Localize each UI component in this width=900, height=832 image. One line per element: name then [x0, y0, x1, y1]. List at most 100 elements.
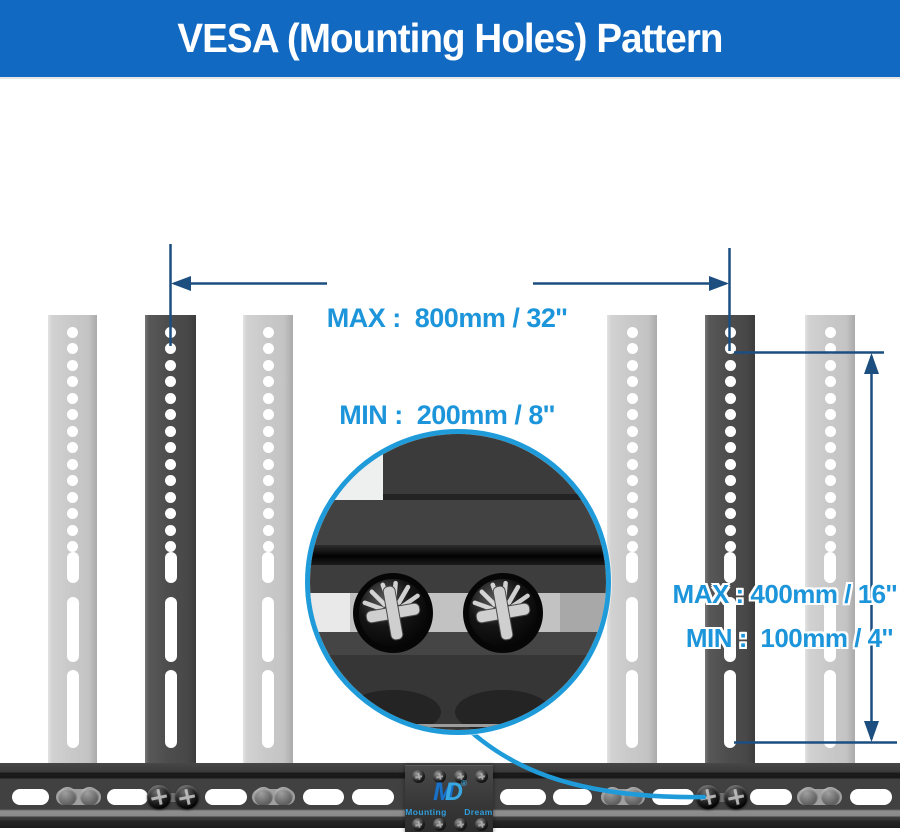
mounting-hole — [824, 425, 836, 437]
mounting-hole — [262, 475, 274, 486]
mounting-hole — [824, 475, 836, 486]
mounting-hole — [824, 359, 836, 371]
mounting-hole — [262, 491, 274, 503]
mounting-hole — [626, 409, 638, 420]
phillips-screw-icon — [696, 785, 720, 809]
bar-slot-ghost — [601, 787, 645, 806]
bar-slot — [205, 789, 247, 805]
mounting-slot — [262, 597, 274, 662]
bar-slot — [553, 789, 592, 805]
plate-screw-icon — [412, 818, 425, 831]
phillips-screw-icon — [463, 573, 543, 653]
phillips-screw-icons — [353, 573, 543, 653]
plate-screw-icon — [412, 770, 425, 783]
bar-slot — [352, 789, 394, 805]
mounting-slot — [164, 552, 177, 583]
ghost-screw-icon — [603, 787, 622, 806]
brand-plate: MD® Mounting Dream — [405, 765, 493, 832]
mounting-hole — [165, 541, 176, 552]
ghost-screw-icon — [254, 787, 273, 806]
ghost-screw-icon — [274, 787, 293, 806]
mounting-slot — [824, 552, 836, 583]
mounting-hole — [626, 458, 638, 470]
mounting-hole — [626, 425, 638, 437]
mounting-hole — [165, 326, 176, 338]
mounting-hole — [262, 458, 274, 470]
mounting-hole — [724, 524, 736, 536]
plate-screw-icon — [454, 818, 467, 831]
bracket-gloss-edge — [310, 545, 606, 565]
mounting-hole — [824, 508, 836, 519]
mounting-hole — [724, 508, 736, 519]
mounting-hole — [67, 359, 78, 371]
rail-strip-highlight — [310, 593, 350, 632]
mounting-hole — [262, 392, 274, 404]
mounting-hole — [67, 491, 78, 503]
mounting-hole — [262, 541, 274, 552]
phillips-screw-icon — [175, 785, 199, 809]
mounting-hole — [165, 343, 176, 354]
width-max-label: MAX : 800mm / 32'' — [326, 303, 568, 333]
mounting-slot — [66, 597, 79, 662]
mounting-hole — [724, 475, 736, 486]
bar-slot — [750, 789, 792, 805]
mounting-hole — [626, 326, 638, 338]
mounting-slot — [824, 670, 836, 748]
plate-screw-icon — [475, 818, 488, 831]
mounting-hole — [626, 524, 638, 536]
mounting-hole — [824, 326, 836, 338]
mounting-bar: MD® Mounting Dream — [0, 763, 900, 832]
phillips-screw-icon — [147, 785, 171, 809]
mounting-hole — [262, 425, 274, 437]
mounting-hole — [724, 392, 736, 404]
tv-corner-shadow — [383, 494, 606, 500]
mounting-hole — [262, 508, 274, 519]
mounting-hole — [724, 458, 736, 470]
plate-screw-icon — [433, 818, 446, 831]
bar-slot — [12, 789, 49, 805]
mounting-slot — [824, 597, 836, 662]
mounting-hole — [724, 491, 736, 503]
mounting-hole — [165, 425, 176, 437]
mounting-hole — [165, 376, 176, 387]
mounting-hole — [165, 392, 176, 404]
mounting-hole — [262, 524, 274, 536]
vesa-rail-light — [607, 315, 657, 763]
mounting-hole — [262, 326, 274, 338]
mounting-hole — [165, 475, 176, 486]
mounting-hole — [67, 392, 78, 404]
mounting-slot — [724, 552, 736, 583]
mounting-hole — [262, 376, 274, 387]
mounting-slot — [164, 597, 177, 662]
mounting-hole — [67, 343, 78, 354]
mounting-slot — [66, 670, 79, 748]
mounting-hole — [165, 508, 176, 519]
mounting-hole — [626, 376, 638, 387]
mounting-hole — [67, 508, 78, 519]
mounting-hole — [626, 359, 638, 371]
height-min-label: MIN : 100mm / 4'' — [685, 623, 894, 653]
mounting-hole — [67, 442, 78, 453]
mounting-hole — [824, 458, 836, 470]
bar-slot-ghost — [252, 787, 295, 806]
height-arrowheads — [864, 353, 879, 742]
bar-slot — [500, 789, 546, 805]
mounting-slot — [626, 552, 638, 583]
mounting-hole — [67, 524, 78, 536]
mounting-hole — [824, 392, 836, 404]
mounting-hole — [724, 541, 736, 552]
mounting-slot — [262, 552, 274, 583]
brand-monogram-d: D — [444, 778, 463, 806]
bar-slot — [850, 789, 892, 805]
ghost-screw-icon — [821, 787, 840, 806]
registered-mark-icon: ® — [460, 779, 467, 788]
mounting-hole — [824, 524, 836, 536]
mounting-slot — [164, 670, 177, 748]
mounting-hole — [626, 541, 638, 552]
mounting-hole — [67, 409, 78, 420]
mounting-hole — [67, 541, 78, 552]
mounting-hole — [724, 425, 736, 437]
mounting-hole — [67, 475, 78, 486]
